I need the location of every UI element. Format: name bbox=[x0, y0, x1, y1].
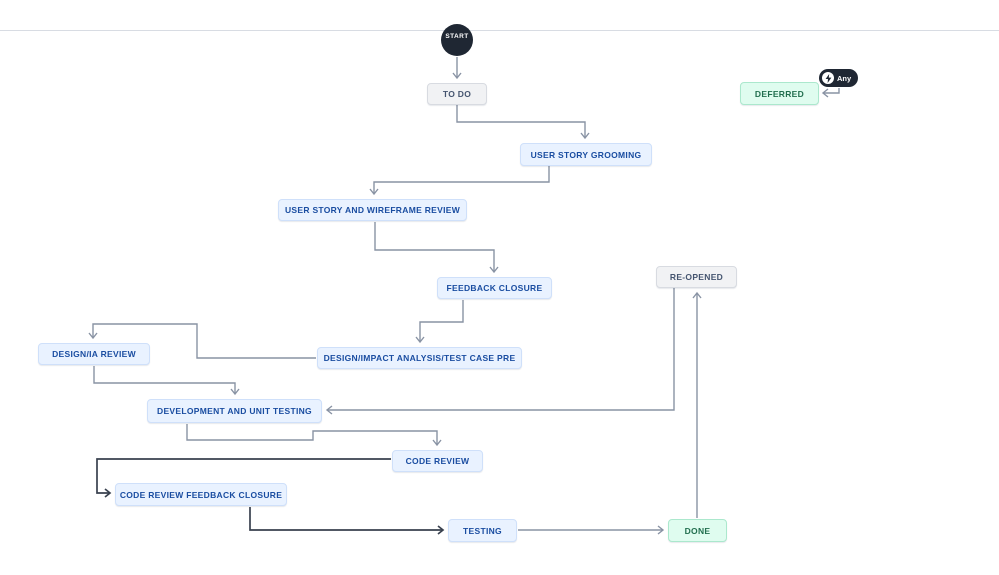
any-badge-label: Any bbox=[837, 73, 852, 83]
canvas-top-divider bbox=[0, 30, 999, 31]
status-node-user-story-and-wireframe-review[interactable]: USER STORY AND WIREFRAME REVIEW bbox=[278, 199, 467, 221]
status-node-feedback-closure[interactable]: FEEDBACK CLOSURE bbox=[437, 277, 552, 299]
transition-design-impact-to-design-ia-review[interactable] bbox=[88, 323, 316, 359]
start-node[interactable]: START bbox=[441, 24, 473, 56]
transition-code-review-to-cr-feedback-closure[interactable] bbox=[96, 458, 391, 498]
status-node-design-ia-review[interactable]: DESIGN/IA REVIEW bbox=[38, 343, 150, 365]
status-node-code-review[interactable]: CODE REVIEW bbox=[392, 450, 483, 472]
status-node-testing[interactable]: TESTING bbox=[448, 519, 517, 542]
any-status-badge[interactable]: Any bbox=[819, 69, 859, 87]
status-node-done[interactable]: DONE bbox=[668, 519, 727, 542]
transition-wireframe-review-to-feedback-closure[interactable] bbox=[374, 222, 499, 274]
lightning-icon bbox=[822, 72, 834, 84]
transition-todo-to-user-story-grooming[interactable] bbox=[456, 105, 590, 140]
status-node-design-impact-analysis-test-case-pre[interactable]: DESIGN/IMPACT ANALYSIS/TEST CASE PRE bbox=[317, 347, 522, 369]
status-node-code-review-feedback-closure[interactable]: CODE REVIEW FEEDBACK CLOSURE bbox=[115, 483, 287, 506]
status-node-to-do[interactable]: TO DO bbox=[427, 83, 487, 105]
status-node-user-story-grooming[interactable]: USER STORY GROOMING bbox=[520, 143, 652, 166]
start-node-label: START bbox=[445, 32, 469, 40]
transition-cr-feedback-closure-to-testing[interactable] bbox=[249, 507, 445, 535]
status-node-re-opened[interactable]: RE-OPENED bbox=[656, 266, 737, 288]
status-node-deferred[interactable]: DEFERRED bbox=[740, 82, 819, 105]
transition-development-to-code-review[interactable] bbox=[186, 424, 442, 447]
transition-reopened-to-development[interactable] bbox=[325, 288, 675, 415]
transition-design-ia-review-to-development[interactable] bbox=[93, 366, 240, 396]
transition-feedback-closure-to-design-impact[interactable] bbox=[415, 300, 464, 344]
status-node-development-and-unit-testing[interactable]: DEVELOPMENT AND UNIT TESTING bbox=[147, 399, 322, 423]
transition-grooming-to-wireframe-review[interactable] bbox=[369, 166, 550, 196]
transition-any-to-deferred[interactable] bbox=[821, 88, 840, 98]
